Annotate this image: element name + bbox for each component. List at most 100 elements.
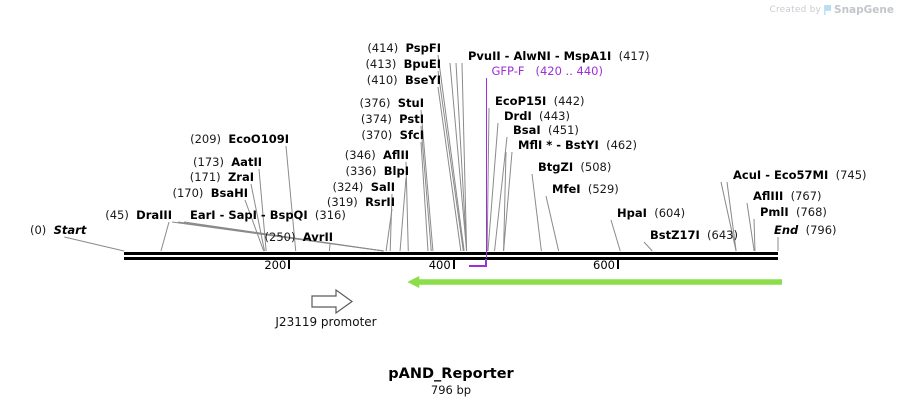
ruler-tick (288, 260, 291, 269)
leader-line (503, 151, 513, 252)
enzyme-site-label[interactable]: (209) EcoO109I (190, 133, 289, 145)
site-position: (171) (189, 170, 228, 184)
enzyme-site-label[interactable]: (370) SfcI (361, 129, 424, 141)
enzyme-site-label[interactable]: BstZ17I (643) (650, 229, 738, 241)
enzyme-site-label[interactable]: (374) PstI (361, 113, 424, 125)
leader-line (399, 177, 407, 252)
enzyme-name: BstZ17I (650, 228, 700, 242)
enzyme-site-label[interactable]: BsaI (451) (513, 124, 579, 136)
enzyme-name: HpaI (617, 206, 647, 220)
site-position: (336) (345, 164, 384, 178)
site-position: (767) (783, 189, 822, 203)
enzyme-site-label[interactable]: EarI - SapI - BspQI (316) (190, 209, 346, 221)
enzyme-site-label[interactable]: AflIII (767) (753, 190, 822, 202)
terminal-label-end: End (796) (774, 224, 837, 236)
site-position: (643) (699, 228, 738, 242)
site-position: (413) (365, 57, 404, 71)
site-position: (324) (332, 180, 371, 194)
site-position: (462) (598, 138, 637, 152)
leader-line (545, 195, 560, 252)
enzyme-site-label[interactable]: (250) AvrII (265, 231, 333, 243)
terminal-position: (0) (30, 223, 54, 237)
enzyme-site-label[interactable]: (170) BsaHI (172, 187, 248, 199)
ruler-label: 200 (264, 258, 287, 272)
name-separator: - (256, 208, 270, 222)
feature-name: GFP-F (491, 64, 525, 78)
gene-arrow-reverse[interactable] (408, 276, 782, 288)
gfp-f-feature-label[interactable]: GFP-F (420 .. 440) (492, 65, 603, 77)
enzyme-site-label[interactable]: EcoP15I (442) (495, 95, 585, 107)
leader-line (160, 221, 170, 252)
leader-line (461, 62, 468, 252)
enzyme-name: StuI (397, 96, 424, 110)
site-position: (45) (105, 208, 137, 222)
site-position: (768) (788, 205, 827, 219)
sequence-backbone[interactable] (124, 252, 778, 260)
enzyme-site-label[interactable]: (324) SalI (333, 181, 396, 193)
leader-line (328, 243, 331, 252)
leader-line (494, 136, 508, 252)
enzyme-site-label[interactable]: MfeI (529) (552, 183, 619, 195)
leader-line (753, 218, 756, 252)
enzyme-site-label[interactable]: (336) BlpI (346, 165, 409, 177)
site-position: (319) (326, 195, 366, 209)
enzyme-site-label[interactable]: (171) ZraI (190, 171, 254, 183)
enzyme-site-label[interactable]: (414) PspFI (367, 42, 441, 54)
site-position: (170) (172, 186, 211, 200)
enzyme-name: EcoO109I (228, 132, 289, 146)
promoter-arrow-icon[interactable] (310, 288, 354, 316)
gfp-f-primer-bracket[interactable] (469, 259, 488, 267)
enzyme-site-label[interactable]: DrdI (443) (504, 110, 570, 122)
leader-line (531, 173, 542, 252)
name-separator: - (761, 168, 774, 182)
enzyme-site-label[interactable]: BtgZI (508) (538, 161, 611, 173)
enzyme-site-label[interactable]: HpaI (604) (617, 207, 685, 219)
name-separator: - (550, 49, 564, 63)
enzyme-name: MspA1I (563, 49, 612, 63)
backbone-top-strand (124, 252, 778, 255)
enzyme-site-label[interactable]: (45) DraIII (105, 209, 172, 221)
enzyme-name: AflII (383, 148, 409, 162)
enzyme-site-label[interactable]: (413) BpuEI (365, 58, 441, 70)
enzyme-name: PstI (399, 112, 424, 126)
enzyme-name: DraIII (136, 208, 172, 222)
enzyme-name: ZraI (227, 170, 254, 184)
enzyme-site-label[interactable]: (173) AatII (193, 156, 262, 168)
leader-line (449, 62, 468, 252)
enzyme-name: BstYI (565, 138, 599, 152)
enzyme-site-label[interactable]: MflI * - BstYI (462) (518, 139, 637, 151)
enzyme-name: AcuI (733, 168, 762, 182)
enzyme-site-label[interactable]: PmlI (768) (760, 206, 827, 218)
name-separator: - (500, 49, 514, 63)
name-separator: - (215, 208, 229, 222)
enzyme-site-label[interactable]: (346) AflII (345, 149, 409, 161)
enzyme-name: BtgZI (538, 160, 574, 174)
site-position: (346) (344, 148, 384, 162)
enzyme-name: MfeI (552, 182, 581, 196)
sequence-length: 796 bp (430, 383, 472, 397)
site-position: (414) (367, 41, 406, 55)
enzyme-name: BsaHI (210, 186, 248, 200)
enzyme-name: SfcI (399, 128, 424, 142)
leader-line (64, 236, 125, 252)
enzyme-site-label[interactable]: (376) StuI (360, 97, 424, 109)
site-position: (410) (366, 73, 405, 87)
enzyme-site-label[interactable]: AcuI - Eco57MI (745) (733, 169, 867, 181)
enzyme-site-label[interactable]: PvuII - AlwNI - MspA1I (417) (468, 50, 650, 62)
site-position: (209) (190, 132, 229, 146)
enzyme-name: BlpI (383, 164, 409, 178)
leader-line (437, 86, 462, 252)
snapgene-flag-icon (824, 5, 832, 15)
enzyme-name: SalI (370, 180, 395, 194)
enzyme-site-label[interactable]: (319) RsrII (327, 196, 395, 208)
site-position: (508) (573, 160, 612, 174)
enzyme-name: BspQI (269, 208, 308, 222)
leader-line (437, 70, 464, 252)
enzyme-name: DrdI (504, 109, 532, 123)
leader-line (610, 219, 621, 252)
enzyme-name: AflIII (753, 189, 784, 203)
watermark-brand: SnapGene (834, 4, 894, 16)
leader-line (746, 202, 755, 252)
enzyme-site-label[interactable]: (410) BseYI (367, 74, 441, 86)
site-position: (604) (646, 206, 686, 220)
